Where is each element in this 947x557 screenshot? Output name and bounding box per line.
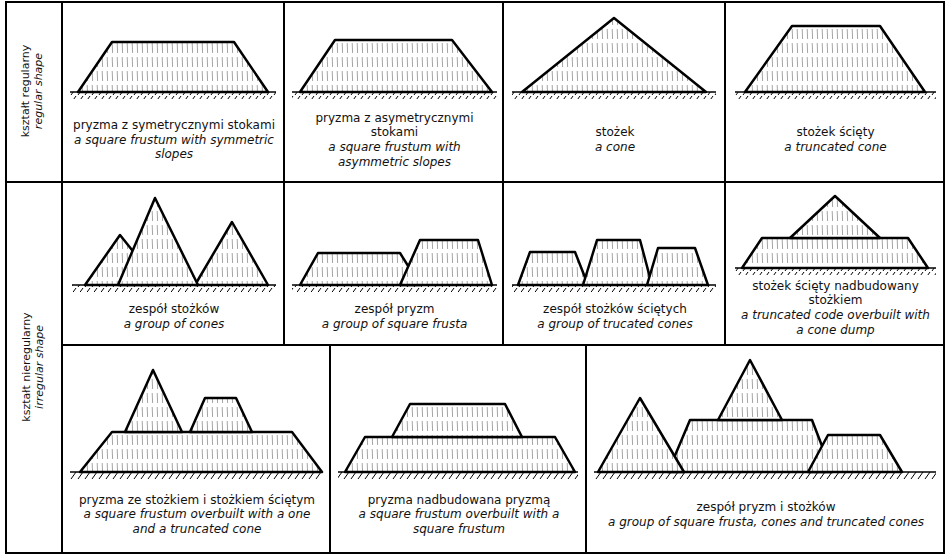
caption-block: stożeka cone <box>514 99 716 181</box>
shape-cell: stożeka cone <box>503 2 725 182</box>
caption-english: a group of square frusta <box>322 317 468 332</box>
caption-english: a group of trucated cones <box>537 317 692 332</box>
caption-english: a truncated code overbuilt with a cone d… <box>736 308 935 337</box>
caption-english: a square frustum overbuilt with a one an… <box>73 507 321 536</box>
caption-polish: zespół stożków <box>129 302 219 317</box>
shape-cell: zespół stożków ściętycha group of trucat… <box>503 182 725 345</box>
caption-polish: pryzma z symetrycznymi stokami <box>73 118 275 133</box>
heading-polish: kształt regularny <box>20 45 33 137</box>
heading-english: irregular shape <box>33 325 46 409</box>
shape-cell: stożek ściętya truncated cone <box>725 2 944 182</box>
caption-polish: pryzma z asymetrycznymi stokami <box>295 111 494 140</box>
caption-polish: stożek <box>596 125 635 140</box>
caption-polish: pryzma ze stożkiem i stożkiem ściętym <box>79 493 315 508</box>
shape-cell: pryzma z asymetrycznymi stokamia square … <box>284 2 503 182</box>
caption-polish: pryzma nadbudowana pryzmą <box>368 493 551 508</box>
caption-block: stożek ściętya truncated cone <box>736 99 935 181</box>
caption-block: zespół pryzm i stożkówa group of square … <box>597 477 935 552</box>
caption-polish: zespół pryzm i stożków <box>697 500 836 515</box>
rotated-heading: kształt regularnyregular shape <box>7 3 59 179</box>
caption-block: pryzma nadbudowana pryzmąa square frustu… <box>341 477 577 552</box>
shape-cell: pryzma ze stożkiem i stożkiem ściętyma s… <box>62 345 330 553</box>
caption-english: a square frustum with asymmetric slopes <box>295 140 494 169</box>
row-header-cell: kształt nieregularnyirregular shape <box>6 182 62 553</box>
shape-cell: stożek ścięty nadbudowany stożkiema trun… <box>725 182 944 345</box>
caption-english: a truncated cone <box>784 140 886 155</box>
caption-english: a group of square frusta, cones and trun… <box>608 515 924 530</box>
caption-polish: zespół pryzm <box>355 302 435 317</box>
shape-cell: pryzma z symetrycznymi stokamia square f… <box>62 2 284 182</box>
shape-cell: zespół pryzma group of square frusta <box>284 182 503 345</box>
caption-block: zespół stożków ściętycha group of trucat… <box>514 289 716 344</box>
caption-polish: stożek ścięty nadbudowany stożkiem <box>736 279 935 308</box>
heading-polish: kształt nieregularny <box>20 312 33 421</box>
caption-english: a square frustum with symmetric slopes <box>73 133 275 162</box>
caption-english: a cone <box>595 140 635 155</box>
caption-block: stożek ścięty nadbudowany stożkiema trun… <box>736 272 935 344</box>
caption-block: zespół stożkówa group of cones <box>73 289 275 344</box>
caption-block: zespół pryzma group of square frusta <box>295 289 494 344</box>
shape-cell: pryzma nadbudowana pryzmąa square frustu… <box>330 345 586 553</box>
row-header-cell: kształt regularnyregular shape <box>6 2 62 182</box>
caption-polish: zespół stożków ściętych <box>543 302 687 317</box>
caption-block: pryzma z asymetrycznymi stokamia square … <box>295 99 494 181</box>
caption-english: a square frustum overbuilt with a square… <box>341 507 577 536</box>
caption-polish: stożek ścięty <box>796 125 874 140</box>
shape-cell: zespół stożkówa group of cones <box>62 182 284 345</box>
rotated-heading: kształt nieregularnyirregular shape <box>7 183 59 550</box>
caption-english: a group of cones <box>124 317 225 332</box>
heading-english: regular shape <box>33 53 46 129</box>
table-frame <box>6 2 944 553</box>
caption-block: pryzma z symetrycznymi stokamia square f… <box>73 99 275 181</box>
caption-block: pryzma ze stożkiem i stożkiem ściętyma s… <box>73 477 321 552</box>
shape-cell: zespół pryzm i stożkówa group of square … <box>586 345 944 553</box>
